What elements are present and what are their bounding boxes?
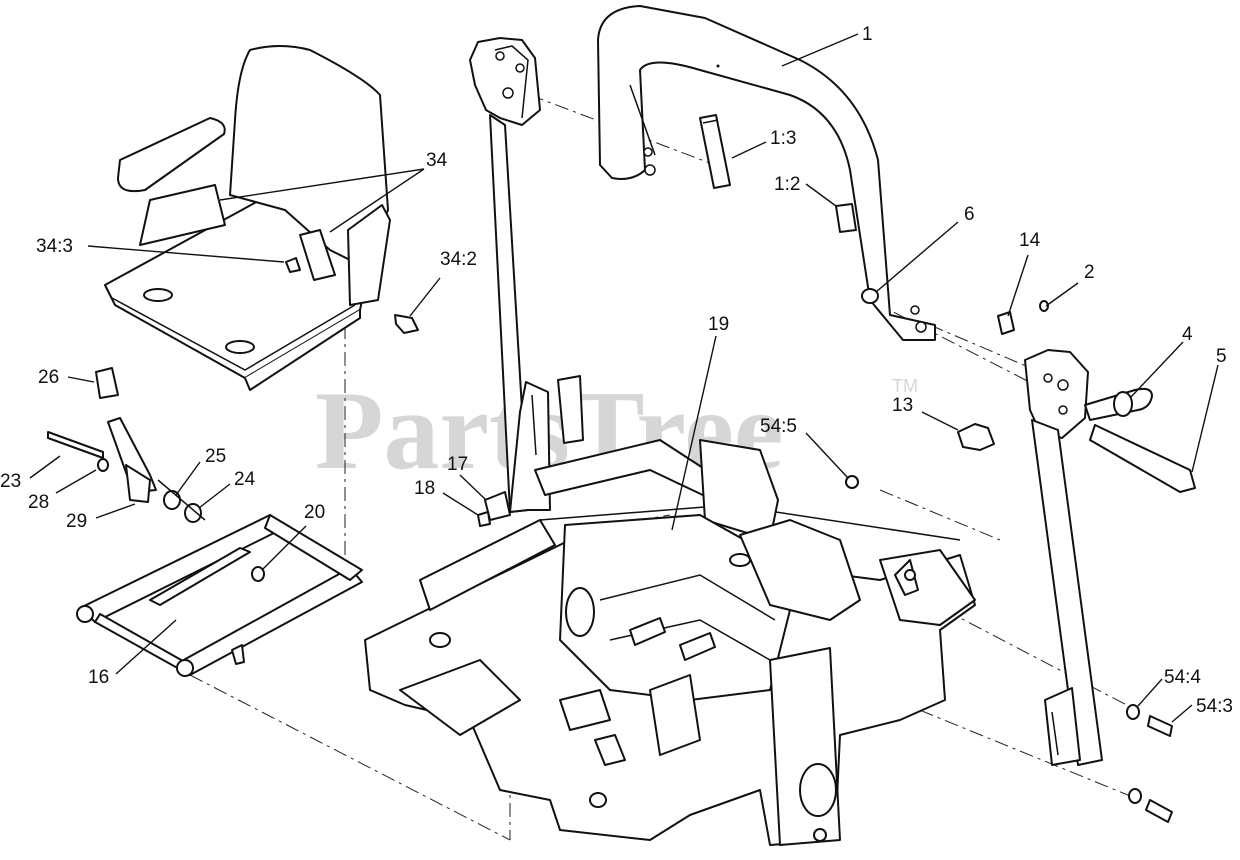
callout-26[interactable]: 26 bbox=[38, 367, 59, 388]
roll-bar-right-upright[interactable] bbox=[1024, 349, 1103, 766]
watermark-trademark: TM bbox=[892, 376, 918, 396]
callout-20[interactable]: 20 bbox=[304, 502, 325, 523]
callout-4[interactable]: 4 bbox=[1182, 324, 1193, 345]
lynch-pin-4[interactable] bbox=[1084, 387, 1153, 421]
callout-25[interactable]: 25 bbox=[205, 446, 226, 467]
callout-14[interactable]: 14 bbox=[1019, 230, 1041, 251]
callout-19[interactable]: 19 bbox=[708, 314, 729, 335]
callout-2[interactable]: 2 bbox=[1084, 262, 1095, 283]
bolt-18[interactable] bbox=[477, 511, 491, 527]
seat-latch-assembly[interactable] bbox=[47, 417, 206, 523]
callout-labels: 1 1:3 1:2 34 34:3 34:2 6 14 2 4 5 13 19 … bbox=[0, 24, 1233, 717]
callout-1-2[interactable]: 1:2 bbox=[774, 174, 800, 195]
main-frame[interactable] bbox=[364, 439, 976, 846]
nut-6[interactable] bbox=[861, 288, 879, 304]
callout-54-4[interactable]: 54:4 bbox=[1164, 667, 1201, 688]
bolt-5[interactable] bbox=[1089, 424, 1196, 493]
knob-13[interactable] bbox=[957, 423, 995, 451]
callout-34-2[interactable]: 34:2 bbox=[440, 249, 477, 270]
callout-23[interactable]: 23 bbox=[0, 471, 21, 492]
callout-6[interactable]: 6 bbox=[964, 204, 975, 225]
callout-18[interactable]: 18 bbox=[414, 478, 435, 499]
bolt-34-3[interactable] bbox=[285, 257, 301, 273]
callout-1[interactable]: 1 bbox=[862, 24, 873, 45]
callout-13[interactable]: 13 bbox=[892, 395, 913, 416]
callout-54-5[interactable]: 54:5 bbox=[760, 416, 797, 437]
callout-54-3[interactable]: 54:3 bbox=[1196, 696, 1233, 717]
callout-34[interactable]: 34 bbox=[426, 150, 448, 171]
decal-1-2[interactable] bbox=[835, 203, 857, 233]
callout-34-3[interactable]: 34:3 bbox=[36, 236, 73, 257]
bushing-20[interactable] bbox=[251, 566, 265, 582]
washer-lower[interactable] bbox=[1128, 788, 1142, 804]
callout-28[interactable]: 28 bbox=[28, 492, 49, 513]
washer-54-4[interactable] bbox=[1126, 704, 1140, 720]
bolt-54-3[interactable] bbox=[1147, 715, 1173, 737]
callout-29[interactable]: 29 bbox=[66, 511, 87, 532]
spacer-14[interactable] bbox=[997, 311, 1015, 335]
bolt-lower[interactable] bbox=[1145, 799, 1173, 823]
callout-1-3[interactable]: 1:3 bbox=[770, 128, 796, 149]
callout-17[interactable]: 17 bbox=[447, 454, 468, 475]
bolt-34-2[interactable] bbox=[394, 314, 419, 334]
decal-1-3[interactable] bbox=[699, 114, 731, 189]
seat-assembly[interactable] bbox=[104, 45, 391, 391]
seat-frame-16[interactable] bbox=[76, 514, 363, 677]
part-26[interactable] bbox=[95, 367, 119, 399]
callout-5[interactable]: 5 bbox=[1216, 346, 1227, 367]
washer-2[interactable] bbox=[1039, 300, 1049, 312]
nut-54-5[interactable] bbox=[845, 475, 859, 489]
callout-16[interactable]: 16 bbox=[88, 667, 109, 688]
callout-24[interactable]: 24 bbox=[234, 469, 256, 490]
leader-lines bbox=[29, 33, 1219, 723]
roll-bar-upper[interactable] bbox=[597, 5, 936, 341]
